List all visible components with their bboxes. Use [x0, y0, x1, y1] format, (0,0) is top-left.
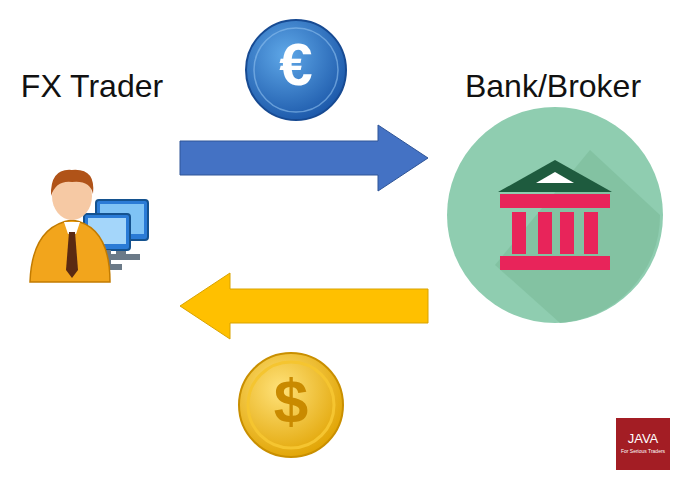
node-title: Bank/Broker — [428, 68, 678, 105]
node-title: FX Trader — [4, 68, 180, 105]
dollar-coin — [239, 353, 343, 457]
logo-text: JAVA — [616, 432, 670, 445]
dollar-symbol: $ — [241, 370, 341, 432]
flow-arrow — [180, 125, 428, 191]
logo-tagline: For Serious Traders — [616, 449, 670, 454]
trader-node: FX Trader — [4, 68, 180, 290]
flow-arrow — [180, 273, 428, 339]
bank-node: Bank/Broker — [428, 68, 678, 330]
logo-box — [616, 418, 670, 470]
bank-icon — [447, 107, 663, 323]
trader-icon — [30, 170, 148, 282]
euro-symbol: € — [246, 35, 346, 95]
euro-coin — [246, 20, 346, 120]
